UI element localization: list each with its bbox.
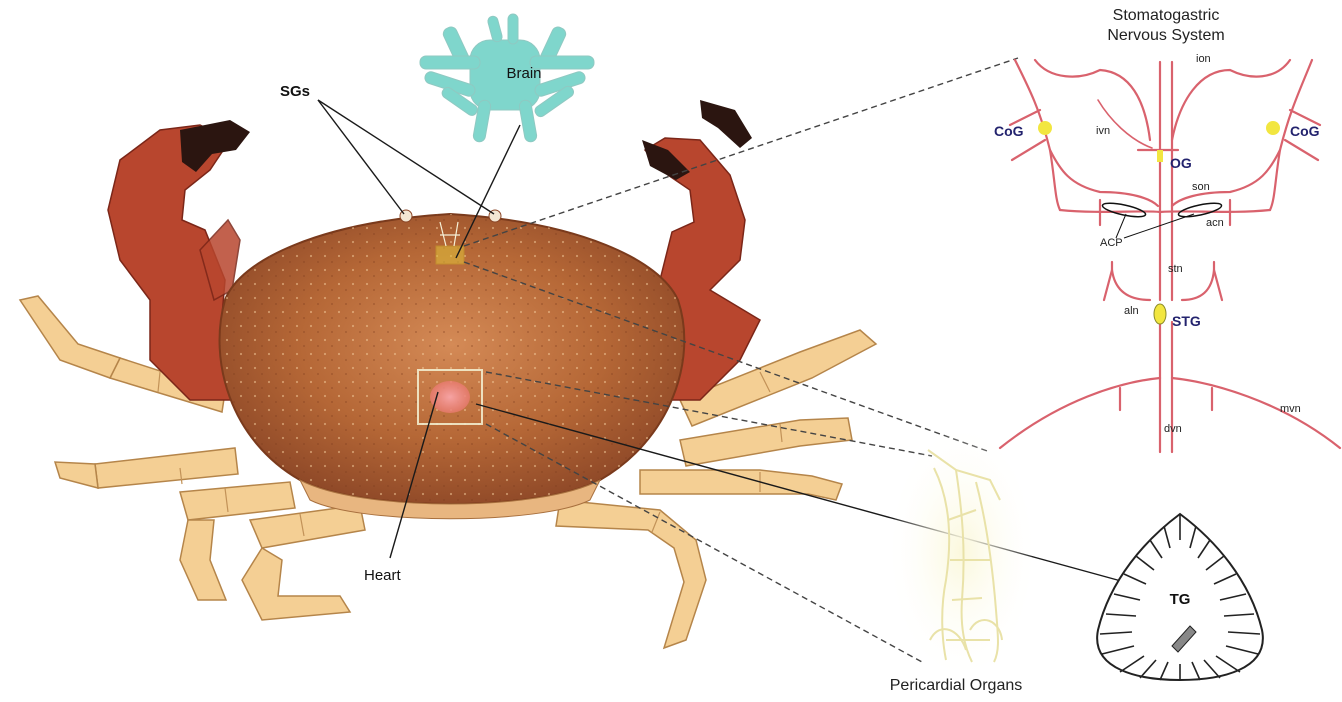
acp-organs — [1101, 201, 1222, 238]
son-label: son — [1192, 181, 1210, 193]
stn-label: stn — [1168, 263, 1183, 275]
mvn-label: mvn — [1280, 403, 1301, 415]
aln-label: aln — [1124, 305, 1139, 317]
ivn-label: ivn — [1096, 125, 1110, 137]
brain-icon: Brain — [420, 14, 594, 143]
acp-label: ACP — [1100, 237, 1123, 249]
stomatogastric-nervous-system: Stomatogastric Nervous System — [994, 7, 1340, 452]
acn-label: acn — [1206, 217, 1224, 229]
sgs-label: SGs — [280, 83, 310, 100]
cog-right-label: CoG — [1290, 123, 1320, 139]
pericardial-organs-label: Pericardial Organs — [890, 677, 1023, 694]
heart-label: Heart — [364, 567, 402, 584]
tg-label: TG — [1170, 591, 1191, 608]
stg-label: STG — [1172, 313, 1201, 329]
dvn-label: dvn — [1164, 423, 1182, 435]
cog-left-label: CoG — [994, 123, 1024, 139]
ion-label: ion — [1196, 53, 1211, 65]
sg-pointer-line-right — [318, 100, 494, 214]
og-ganglion — [1157, 150, 1163, 162]
brain-label: Brain — [506, 65, 541, 82]
sg-pointer-line-left — [318, 100, 404, 214]
cog-left-ganglion — [1038, 121, 1052, 135]
og-label: OG — [1170, 155, 1192, 171]
thoracic-ganglion-diagram: TG — [1097, 514, 1263, 680]
stns-title-line1: Stomatogastric — [1113, 7, 1220, 24]
crab-illustration — [20, 100, 876, 648]
stg-ganglion — [1154, 304, 1166, 324]
cog-right-ganglion — [1266, 121, 1280, 135]
pericardial-organs: Pericardial Organs — [890, 432, 1032, 694]
stns-nerves — [1000, 60, 1340, 452]
stns-title-line2: Nervous System — [1107, 27, 1224, 44]
